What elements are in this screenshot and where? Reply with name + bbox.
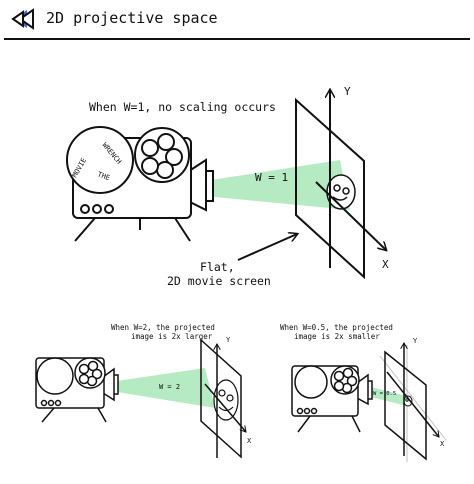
- movie-screen: [295, 97, 365, 280]
- w05-y-label: Y: [413, 337, 418, 345]
- x-axis: [315, 181, 386, 250]
- y-axis-label: Y: [344, 85, 351, 98]
- w05-projector: [291, 365, 373, 433]
- screen-label-line2: 2D movie screen: [167, 274, 271, 288]
- x-axis-label: X: [382, 258, 389, 271]
- main-caption: When W=1, no scaling occurs: [89, 100, 276, 114]
- page-header: 2D projective space: [0, 0, 474, 40]
- w2-caption-line2: image is 2x larger: [131, 332, 213, 341]
- w2-x-axis: [204, 383, 246, 432]
- w05-caption-line1: When W=0.5, the projected: [280, 323, 393, 332]
- w2-screen: [200, 338, 242, 459]
- w05-caption-line2: image is 2x smaller: [294, 332, 380, 341]
- reel-left: [66, 126, 134, 194]
- w05-x-label: X: [440, 440, 445, 448]
- beam-label: W = 1: [255, 171, 288, 184]
- page-title: 2D projective space: [46, 9, 218, 27]
- w2-projected-image: [213, 379, 239, 421]
- scene-w2: When W=2, the projected image is 2x larg…: [35, 323, 252, 459]
- back-logo-icon[interactable]: [10, 8, 36, 30]
- scene-w05: When W=0.5, the projected image is 2x sm…: [280, 323, 447, 462]
- main-scene: When W=1, no scaling occurs W = 1 THE: [66, 85, 389, 288]
- w05-beam: [371, 387, 407, 406]
- reel-text-the: THE: [96, 170, 111, 182]
- screen-label-line1: Flat,: [200, 260, 235, 274]
- projection-beam: [205, 160, 350, 210]
- screen-pointer-arrow: [237, 234, 297, 261]
- knob-2: [92, 204, 102, 214]
- projected-image: [326, 174, 356, 210]
- w2-beam-label: W = 2: [159, 383, 180, 391]
- w2-x-label: X: [247, 437, 252, 445]
- w2-beam: [117, 368, 215, 408]
- w2-y-label: Y: [226, 336, 231, 344]
- w2-projector: [35, 357, 119, 423]
- projector: [66, 126, 214, 242]
- w05-x-axis: [386, 371, 439, 437]
- w05-screen: [384, 350, 427, 461]
- knob-3: [104, 204, 114, 214]
- header-divider: [4, 38, 470, 40]
- w2-caption-line1: When W=2, the projected: [111, 323, 215, 332]
- knob-1: [80, 204, 90, 214]
